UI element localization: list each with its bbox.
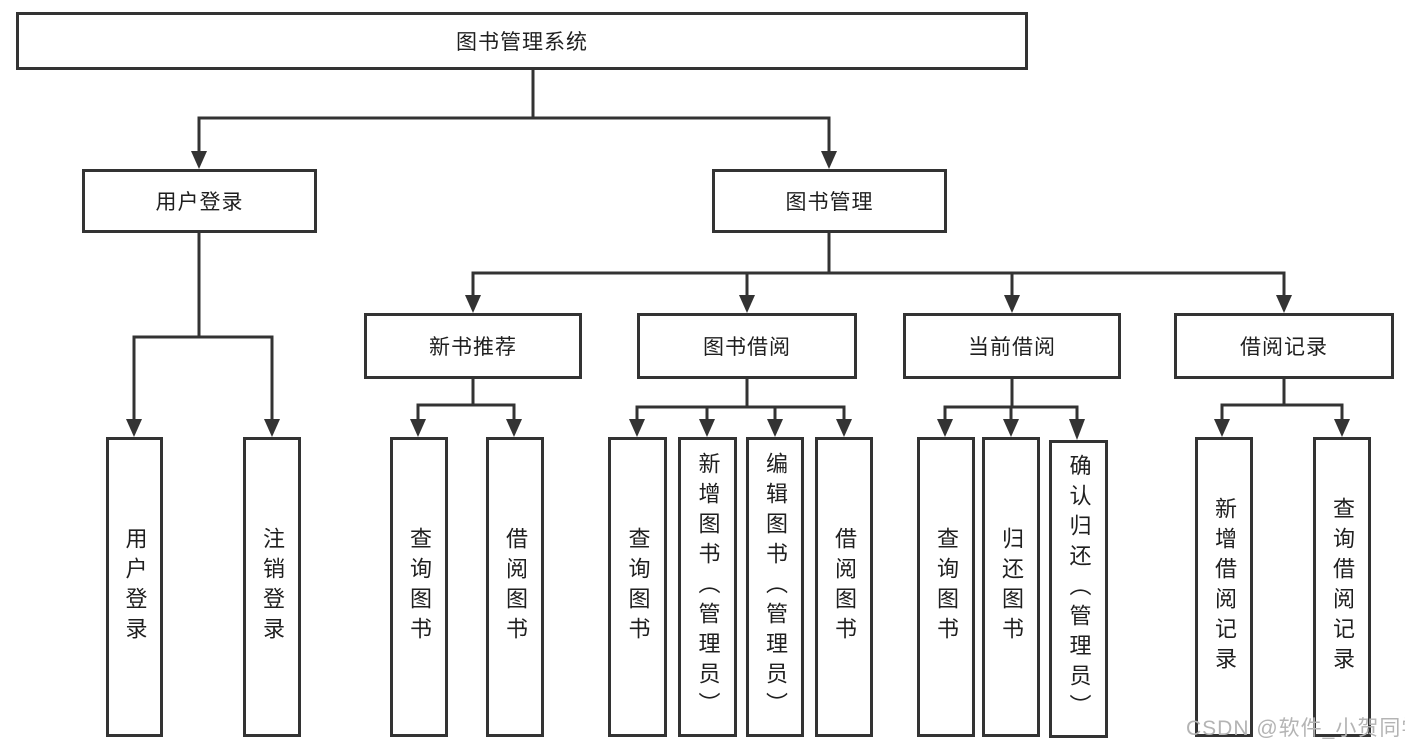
node-query-books-current: 查询图书 <box>917 437 975 737</box>
node-label: 查询图书 <box>934 527 959 647</box>
node-book-management: 图书管理 <box>712 169 947 233</box>
node-label: 查询借阅记录 <box>1330 497 1355 677</box>
node-label: 归还图书 <box>999 527 1024 647</box>
node-borrow-books-recommend: 借阅图书 <box>486 437 544 737</box>
node-add-books-admin: 新增图书（管理员） <box>678 437 737 737</box>
node-current-borrowing: 当前借阅 <box>903 313 1121 379</box>
node-user-login: 用户登录 <box>82 169 317 233</box>
node-borrow-books: 借阅图书 <box>815 437 873 737</box>
node-query-borrow-record: 查询借阅记录 <box>1313 437 1371 737</box>
node-label: 查询图书 <box>407 527 432 647</box>
node-confirm-return-admin: 确认归还（管理员） <box>1049 440 1108 738</box>
node-label: 借阅图书 <box>832 527 857 647</box>
node-user-login-leaf: 用户登录 <box>106 437 163 737</box>
node-label: 借阅图书 <box>503 527 528 647</box>
node-return-books: 归还图书 <box>982 437 1040 737</box>
node-query-books-recommend: 查询图书 <box>390 437 448 737</box>
node-new-book-recommend: 新书推荐 <box>364 313 582 379</box>
node-label: 新增图书（管理员） <box>695 452 721 722</box>
node-logout: 注销登录 <box>243 437 301 737</box>
node-label: 注销登录 <box>260 527 285 647</box>
node-label: 用户登录 <box>122 527 148 647</box>
node-label: 确认归还（管理员） <box>1066 454 1092 724</box>
watermark: CSDN @软件_小贺同学 <box>1186 717 1405 740</box>
node-query-books-borrowing: 查询图书 <box>608 437 667 737</box>
node-edit-books-admin: 编辑图书（管理员） <box>746 437 804 737</box>
node-add-borrow-record: 新增借阅记录 <box>1195 437 1253 737</box>
node-label: 新增借阅记录 <box>1212 497 1237 677</box>
node-borrowing-records: 借阅记录 <box>1174 313 1394 379</box>
node-book-borrowing: 图书借阅 <box>637 313 857 379</box>
node-label: 编辑图书（管理员） <box>763 452 788 722</box>
node-root: 图书管理系统 <box>16 12 1028 70</box>
node-label: 查询图书 <box>625 527 651 647</box>
